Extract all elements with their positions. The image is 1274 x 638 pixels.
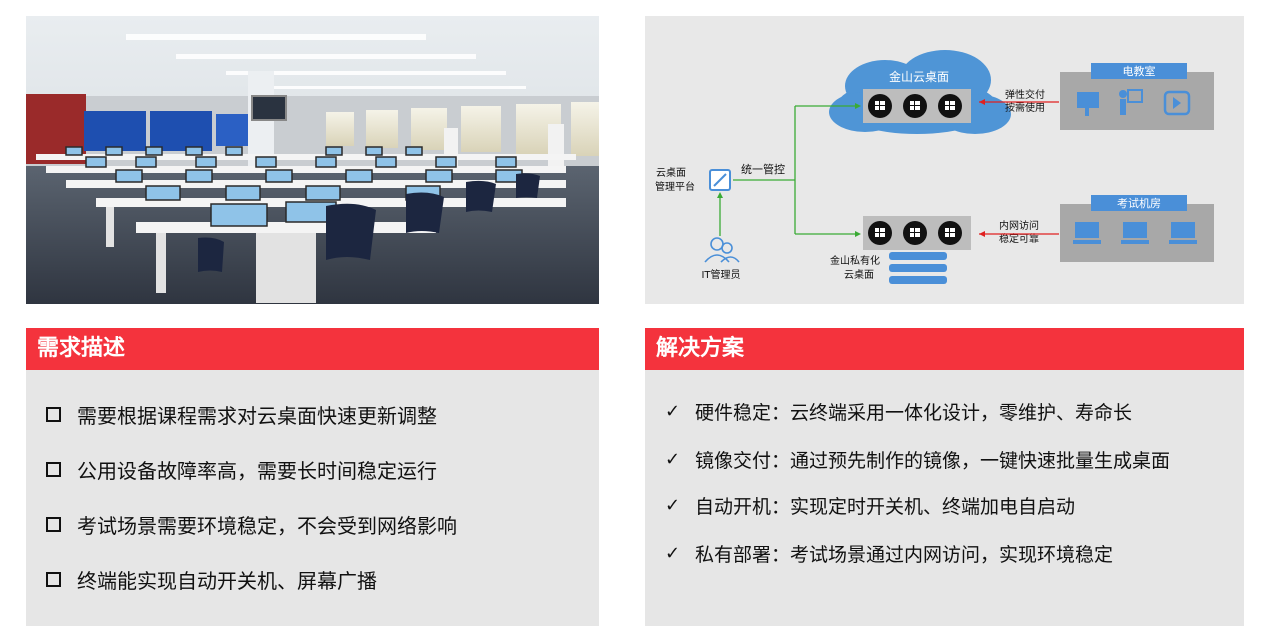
svg-text:统一管控: 统一管控 [741,162,785,176]
square-bullet-icon [46,407,61,422]
svg-text:管理平台: 管理平台 [655,180,695,193]
windows-icon-group-private [868,221,962,245]
admin-label: IT管理员 [701,268,740,281]
server-stack-icon [889,252,947,284]
list-item: 需要根据课程需求对云桌面快速更新调整 [46,400,437,429]
architecture-diagram: 金山云桌面 电教室 弹性交付 按需使用 [645,16,1244,304]
svg-text:稳定可靠: 稳定可靠 [999,232,1039,245]
svg-text:金山私有化: 金山私有化 [830,254,880,267]
exam-computer-icons [1073,222,1197,244]
cloud-label: 金山云桌面 [889,69,949,84]
solution-header: 解决方案 [645,328,1244,370]
svg-text:弹性交付: 弹性交付 [1005,88,1045,101]
list-item: 公用设备故障率高，需要长时间稳定运行 [46,455,437,484]
requirements-header: 需求描述 [26,328,599,370]
list-item: ✓ 硬件稳定：云终端采用一体化设计，零维护、寿命长 [665,401,1133,424]
svg-text:云桌面: 云桌面 [844,268,874,281]
solution-list: ✓ 硬件稳定：云终端采用一体化设计，零维护、寿命长 ✓ 镜像交付：通过预先制作的… [645,370,1244,626]
requirements-title: 需求描述 [37,336,126,361]
windows-icon-group-cloud [868,94,962,118]
square-bullet-icon [46,572,61,587]
exam-title: 考试机房 [1117,196,1161,210]
requirements-list: 需要根据课程需求对云桌面快速更新调整 公用设备故障率高，需要长时间稳定运行 考试… [26,370,599,626]
square-bullet-icon [46,517,61,532]
list-item: ✓ 镜像交付：通过预先制作的镜像，一键快速批量生成桌面 [665,449,1171,472]
check-icon: ✓ [665,495,681,516]
check-icon: ✓ [665,543,681,564]
list-item: ✓ 自动开机：实现定时开关机、终端加电自启动 [665,495,1076,518]
svg-text:按需使用: 按需使用 [1005,101,1045,114]
svg-text:内网访问: 内网访问 [999,219,1039,232]
classroom-icons [1077,89,1191,116]
classroom-title: 电教室 [1123,64,1156,78]
classroom-photo [26,16,599,304]
list-item: 终端能实现自动开关机、屏幕广播 [46,565,377,594]
list-item: 考试场景需要环境稳定，不会受到网络影响 [46,510,457,539]
solution-title: 解决方案 [656,336,745,361]
square-bullet-icon [46,462,61,477]
check-icon: ✓ [665,449,681,470]
user-group-icon [704,237,740,263]
check-icon: ✓ [665,401,681,422]
svg-text:云桌面: 云桌面 [656,166,686,179]
list-item: ✓ 私有部署：考试场景通过内网访问，实现环境稳定 [665,543,1114,566]
